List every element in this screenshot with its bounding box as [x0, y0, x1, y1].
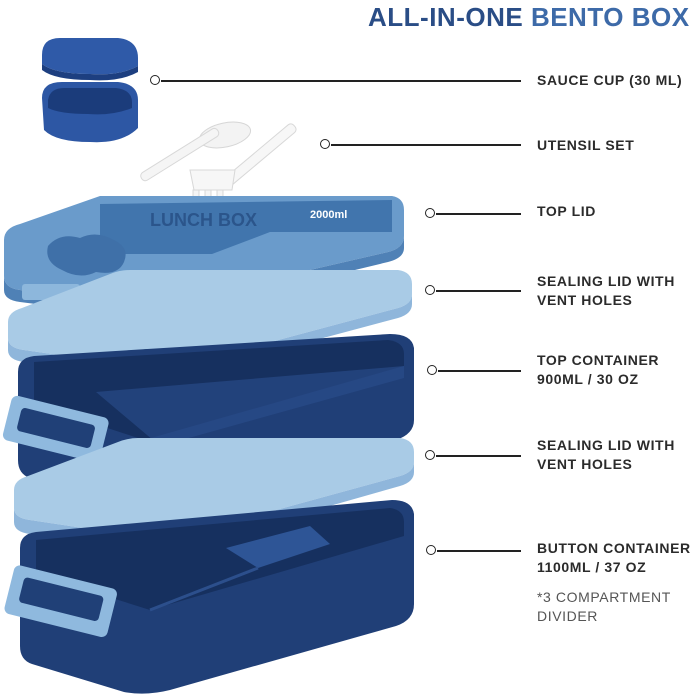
callout-line [436, 455, 521, 457]
label-sealing-lid-2: SEALING LID WITH VENT HOLES [537, 436, 675, 474]
callout-line [436, 213, 521, 215]
sauce-cup [42, 82, 138, 143]
label-top-lid: TOP LID [537, 202, 596, 221]
label-top-lid-text: TOP LID [537, 203, 596, 219]
label-bottom-container-line-1: BUTTON CONTAINER [537, 540, 691, 556]
label-bottom-container-line-2: 1100ML / 37 OZ [537, 559, 647, 575]
callout-line [161, 80, 521, 82]
title-part-1: ALL-IN-ONE [368, 2, 524, 32]
callout-dot [427, 365, 437, 375]
label-sauce-cup: SAUCE CUP (30 ML) [537, 71, 682, 90]
label-sealing-lid-1: SEALING LID WITH VENT HOLES [537, 272, 675, 310]
label-sealing-lid-2-line-1: SEALING LID WITH [537, 437, 675, 453]
page-title: ALL-IN-ONE BENTO BOX [368, 2, 690, 33]
bottom-container [4, 500, 414, 694]
callout-dot [425, 450, 435, 460]
sauce-cup-lid [42, 38, 138, 81]
title-part-2: BENTO BOX [530, 2, 690, 32]
label-sealing-lid-1-line-1: SEALING LID WITH [537, 273, 675, 289]
compartment-note-line-2: DIVIDER [537, 608, 598, 624]
callout-dot [425, 208, 435, 218]
lid-brand-mark: LUNCH BOX [150, 210, 257, 230]
callout-line [331, 144, 521, 146]
label-sauce-cup-text: SAUCE CUP (30 ML) [537, 72, 683, 88]
callout-dot [426, 545, 436, 555]
label-sealing-lid-2-line-2: VENT HOLES [537, 456, 633, 472]
label-top-container: TOP CONTAINER 900ML / 30 OZ [537, 351, 659, 389]
callout-dot [320, 139, 330, 149]
callout-dot [425, 285, 435, 295]
label-top-container-line-1: TOP CONTAINER [537, 352, 660, 368]
label-utensil-set-text: UTENSIL SET [537, 137, 635, 153]
callout-line [436, 290, 521, 292]
label-bottom-container: BUTTON CONTAINER 1100ML / 37 OZ [537, 539, 691, 577]
lid-capacity-mark: 2000ml [310, 209, 347, 221]
compartment-note-line-1: *3 COMPARTMENT [537, 589, 671, 605]
callout-dot [150, 75, 160, 85]
callout-line [438, 370, 521, 372]
callout-line [437, 550, 521, 552]
label-sealing-lid-1-line-2: VENT HOLES [537, 292, 633, 308]
label-top-container-line-2: 900ML / 30 OZ [537, 371, 639, 387]
label-utensil-set: UTENSIL SET [537, 136, 634, 155]
compartment-note: *3 COMPARTMENT DIVIDER [537, 588, 671, 626]
top-container [2, 334, 414, 512]
